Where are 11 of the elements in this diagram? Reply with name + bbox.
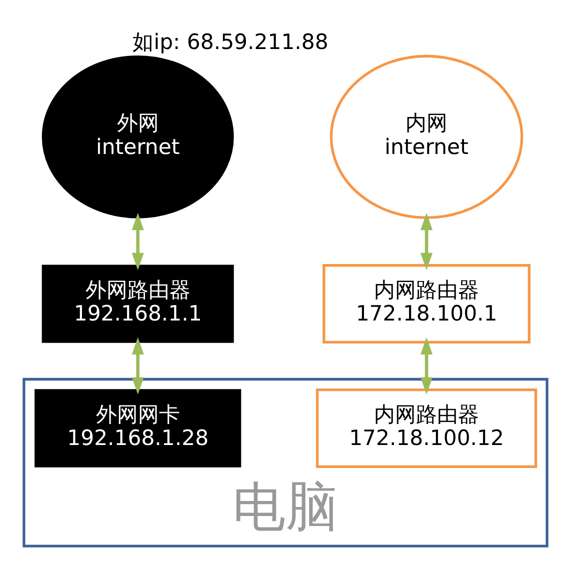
node-box: 外网路由器 192.168.1.1 bbox=[42, 264, 234, 342]
arrow bbox=[132, 212, 144, 270]
arrow bbox=[420, 336, 433, 394]
node-label: 如ip: 68.59.211.88 bbox=[132, 28, 328, 54]
node-box: 外网网卡 192.168.1.28 bbox=[34, 388, 242, 467]
node-ellipse: 内网 internet bbox=[330, 54, 524, 219]
node-box: 内网路由器 172.18.100.12 bbox=[316, 388, 538, 468]
node-ellipse: 外网 internet bbox=[42, 54, 234, 218]
arrow bbox=[132, 336, 144, 394]
node-box: 内网路由器 172.18.100.1 bbox=[322, 264, 530, 343]
arrow bbox=[420, 212, 433, 270]
